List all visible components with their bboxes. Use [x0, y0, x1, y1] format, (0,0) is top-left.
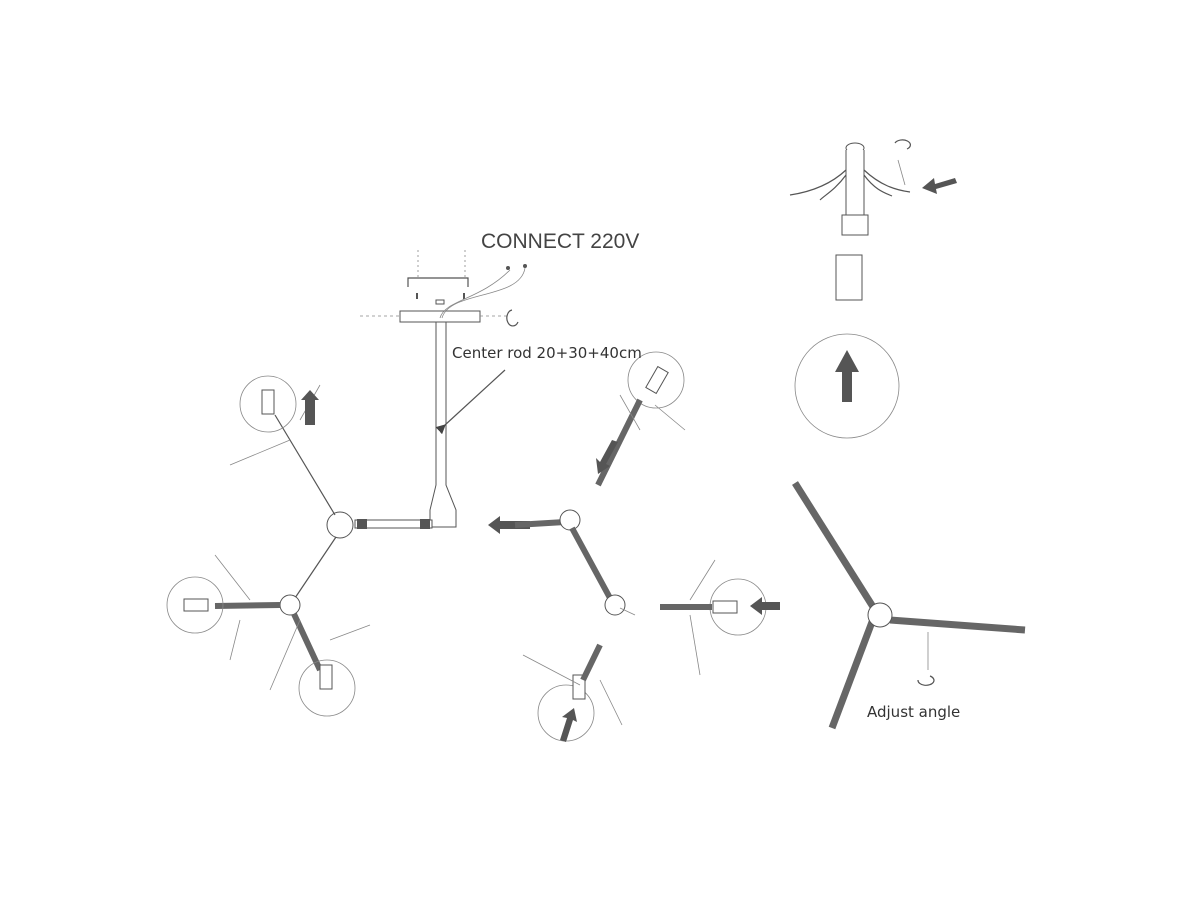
- connect-220v-label: CONNECT 220V: [481, 230, 640, 253]
- adjust-angle-label: Adjust angle: [867, 703, 961, 721]
- middle-arm-assembly: [488, 351, 780, 742]
- left-arm-assembly: [166, 375, 433, 717]
- canopy: [360, 250, 527, 327]
- adjustable-y-arm: [792, 481, 1026, 730]
- center-rod-label: Center rod 20+30+40cm: [452, 344, 642, 362]
- center-rod: [429, 321, 506, 528]
- canopy-detail: [789, 139, 957, 439]
